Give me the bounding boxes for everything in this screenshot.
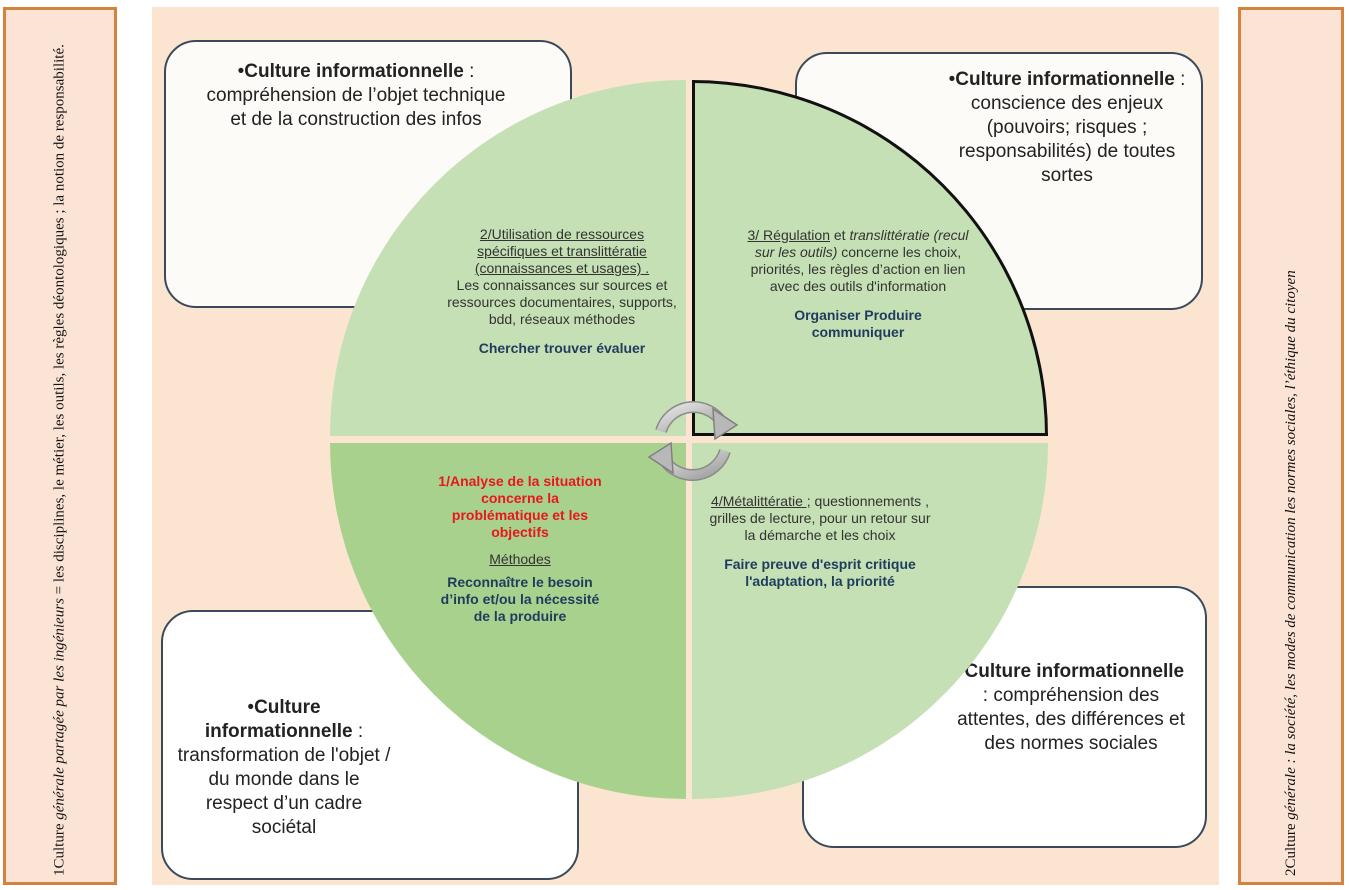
quadrant-3-connector: et: [830, 227, 850, 243]
culture-description: conscience des enjeux (pouvoirs; risques…: [958, 93, 1176, 186]
bullet: •: [247, 697, 255, 718]
culture-description: transformation de l'objet / du monde dan…: [177, 745, 391, 838]
culture-description: compréhension des attentes, des différen…: [957, 685, 1185, 754]
quadrant-2-text: 2/Utilisation de ressources spécifiques …: [447, 226, 677, 357]
culture-box-top-right-text: •Culture informationnelle : conscience d…: [947, 68, 1187, 188]
left-side-caption: 1Culture générale partagée par les ingén…: [44, 16, 77, 876]
quadrant-1-text: 1/Analyse de la situation concerne la pr…: [432, 473, 608, 625]
quadrant-2-action: Chercher trouver évaluer: [478, 340, 646, 356]
culture-box-bottom-left-text: •Culture informationnelle : transformati…: [175, 696, 393, 840]
left-caption-emphasis: générale partagée par les ingénieurs: [51, 598, 68, 820]
quadrant-2-body: Les connaissances sur sources et ressour…: [447, 277, 677, 327]
right-caption-emphasis: générale : la société, les modes de comm…: [1283, 270, 1299, 820]
quadrant-2-heading: 2/Utilisation de ressources spécifiques …: [474, 226, 650, 276]
title-separator: :: [352, 721, 364, 742]
cycle-arrows-icon: [647, 401, 739, 481]
title-separator: :: [463, 61, 475, 82]
quadrant-3-action: Organiser Produire communiquer: [794, 307, 922, 340]
title-separator: :: [982, 685, 989, 706]
culture-description: compréhension de l’objet technique et de…: [206, 85, 506, 130]
quadrant-4-body: questionnements , grilles de lecture, po…: [709, 493, 931, 543]
right-caption-prefix: 2Culture: [1283, 819, 1299, 877]
culture-title: Culture informationnelle: [244, 61, 464, 82]
quadrant-4-heading: 4/Métalittératie ;: [711, 493, 811, 509]
quadrant-3-text: 3/ Régulation et translittératie (recul …: [747, 227, 969, 341]
right-side-caption: 2Culture générale : la société, les mode…: [1281, 16, 1301, 876]
culture-box-top-left-text: •Culture informationnelle : compréhensio…: [206, 60, 506, 132]
quadrant-3-heading: 3/ Régulation: [747, 227, 830, 243]
quadrant-3-italic: translittératie (recul sur les outils): [754, 227, 969, 260]
title-separator: :: [1174, 69, 1186, 90]
culture-title: Culture informationnelle: [955, 69, 1175, 90]
quadrant-4-action: Faire preuve d'esprit critique l'adaptat…: [724, 556, 916, 589]
quadrant-3-body: concerne les choix, priorités, les règle…: [750, 244, 966, 294]
quadrant-4-text: 4/Métalittératie ; questionnements , gri…: [704, 493, 936, 590]
left-caption-prefix: 1Culture: [51, 819, 68, 877]
bullet: •: [237, 61, 245, 82]
bullet: •: [948, 69, 956, 90]
left-side-panel: 1Culture générale partagée par les ingén…: [3, 7, 117, 885]
culture-title: Culture informationnelle: [204, 697, 353, 742]
quadrant-1-subheading: Méthodes: [489, 551, 551, 567]
quadrant-1-heading: 1/Analyse de la situation concerne la pr…: [438, 473, 602, 540]
quadrant-1-action: Reconnaître le besoin d’info et/ou la né…: [440, 574, 600, 624]
right-side-panel: 2Culture générale : la société, les mode…: [1238, 7, 1344, 885]
culture-box-bottom-right-text: •Culture informationnelle : compréhensio…: [956, 660, 1186, 756]
culture-title: Culture informationnelle: [964, 661, 1185, 682]
left-caption-rest: = les disciplines, le métier, les outils…: [51, 44, 68, 599]
